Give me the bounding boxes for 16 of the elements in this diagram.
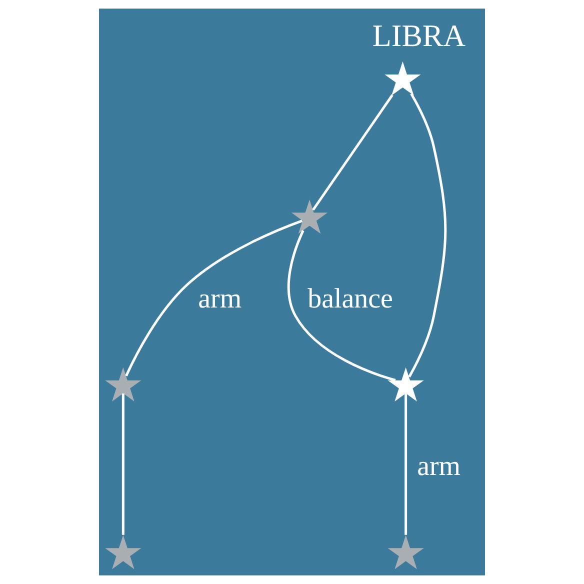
edge-label: arm (198, 283, 242, 314)
connector (287, 230, 396, 382)
edge-label: balance (308, 283, 393, 314)
node-star (388, 367, 424, 402)
connector (312, 94, 394, 211)
connector (408, 93, 447, 378)
diagram-title: LIBRA (372, 18, 466, 53)
node-star (384, 61, 421, 96)
edge-label: arm (417, 451, 461, 482)
node-star (105, 535, 142, 570)
node-star (388, 535, 424, 570)
node-star (291, 200, 328, 234)
connector (125, 220, 303, 376)
node-star (105, 367, 142, 402)
connector (404, 393, 408, 535)
connector (122, 393, 124, 535)
